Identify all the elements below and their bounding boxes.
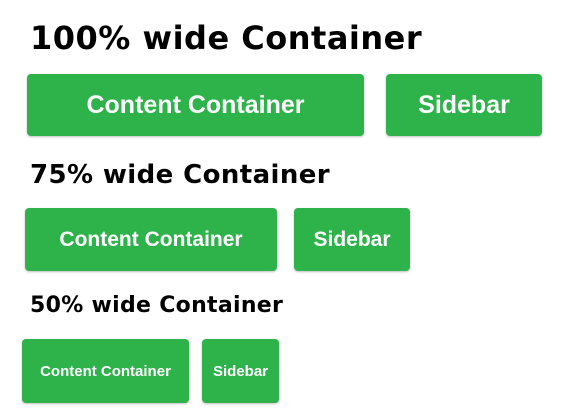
- content-container-box-100: Content Container: [27, 74, 364, 136]
- sidebar-box-100: Sidebar: [386, 74, 542, 136]
- sidebar-box-75: Sidebar: [294, 208, 410, 271]
- sidebar-box-50: Sidebar: [202, 339, 279, 403]
- content-container-box-50: Content Container: [22, 339, 189, 403]
- section-title-100: 100% wide Container: [30, 19, 423, 57]
- section-title-50: 50% wide Container: [30, 293, 284, 318]
- content-container-box-75: Content Container: [25, 208, 277, 271]
- section-title-75: 75% wide Container: [30, 160, 331, 190]
